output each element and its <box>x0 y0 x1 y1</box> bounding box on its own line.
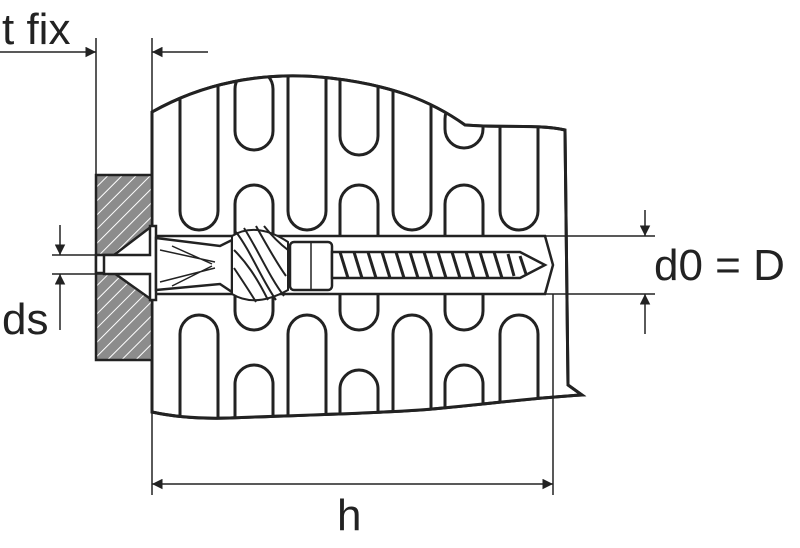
label-ds: ds <box>2 295 48 344</box>
label-t-fix: t fix <box>2 5 70 54</box>
dimension-h <box>151 294 554 495</box>
dimension-d0 <box>545 210 655 334</box>
anchor-screw <box>102 224 548 303</box>
dimension-ds <box>52 225 104 330</box>
dimension-t-fix <box>0 38 208 175</box>
label-h: h <box>337 491 361 540</box>
brick-cavities <box>178 75 540 419</box>
label-d0-equals-D: d0 = D <box>654 241 785 290</box>
masonry-wall <box>150 74 587 420</box>
